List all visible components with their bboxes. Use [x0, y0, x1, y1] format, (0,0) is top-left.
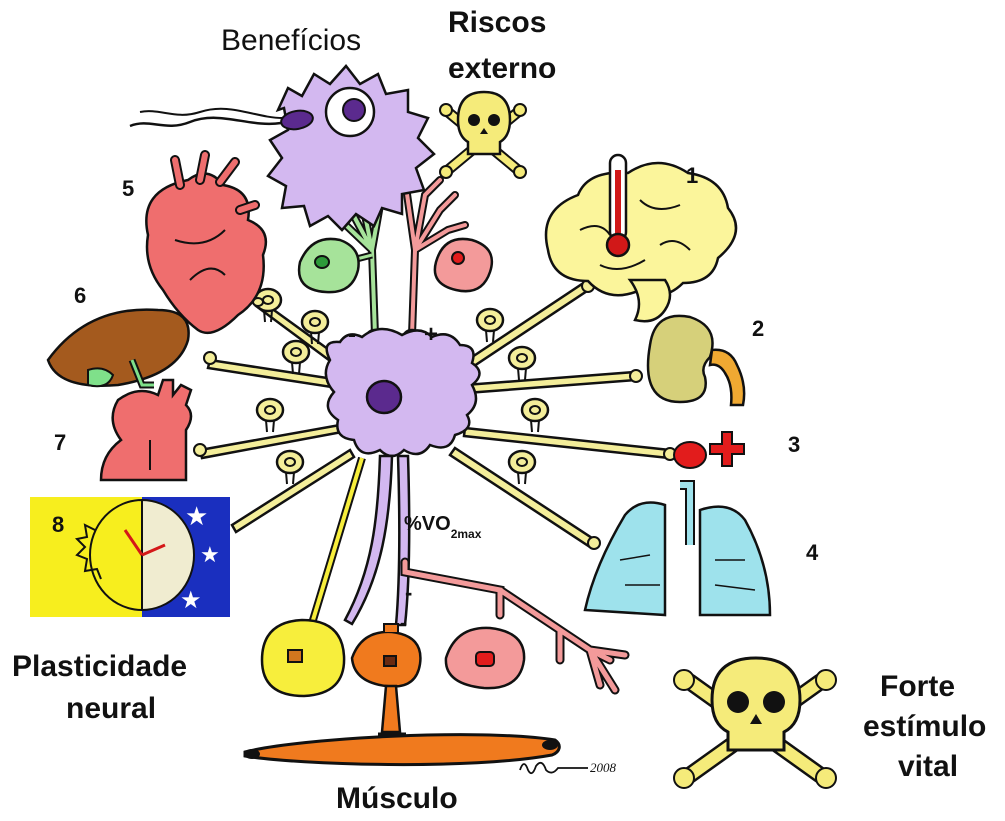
signature-scribble — [520, 763, 588, 773]
organ-number-8: 8 — [52, 512, 64, 537]
liver-icon — [48, 310, 189, 387]
blood-cross-icon — [674, 432, 744, 468]
muscle-fiber — [244, 734, 559, 765]
minus-sign-low-2: - — [400, 610, 407, 635]
plasticidade-label-line2: neural — [66, 692, 156, 726]
organ-number-7: 7 — [54, 430, 66, 455]
skull-crossbones-large-icon — [674, 658, 836, 788]
riscos-label-line2: externo — [448, 52, 556, 78]
organ-number-5: 5 — [122, 176, 134, 201]
plus-sign-top: + — [424, 321, 438, 348]
kidney-icon — [648, 316, 744, 405]
musculo-label: Músculo — [336, 782, 458, 816]
svg-text:★: ★ — [200, 543, 220, 568]
plasticidade-label-line1: Plasticidade — [12, 650, 187, 684]
forte-label-line3: vital — [898, 750, 958, 784]
svg-text:★: ★ — [180, 586, 202, 614]
aorta-icon — [101, 380, 191, 480]
forte-label-line1: Forte — [880, 670, 955, 704]
yellow-neuron-bottom — [262, 458, 362, 696]
signature-year: 2008 — [590, 760, 617, 775]
minus-sign-top: - — [348, 321, 356, 348]
organ-number-1: 1 — [686, 163, 698, 188]
organ-number-6: 6 — [74, 283, 86, 308]
organ-number-3: 3 — [788, 432, 800, 457]
svg-text:★: ★ — [185, 502, 208, 532]
organ-number-4: 4 — [806, 540, 819, 565]
vo2max-label: %VO2max — [404, 513, 482, 541]
beneficios-label: Benefícios — [221, 24, 361, 58]
minus-sign-low-1: - — [405, 580, 412, 605]
lungs-icon — [585, 485, 770, 615]
forte-label-line2: estímulo — [863, 710, 986, 744]
organ-number-2: 2 — [752, 316, 764, 341]
orange-neuron-bottom — [352, 624, 420, 732]
skull-crossbones-top-icon — [440, 92, 526, 178]
heart-icon — [146, 155, 266, 333]
riscos-label-line1: Riscos — [448, 6, 546, 40]
